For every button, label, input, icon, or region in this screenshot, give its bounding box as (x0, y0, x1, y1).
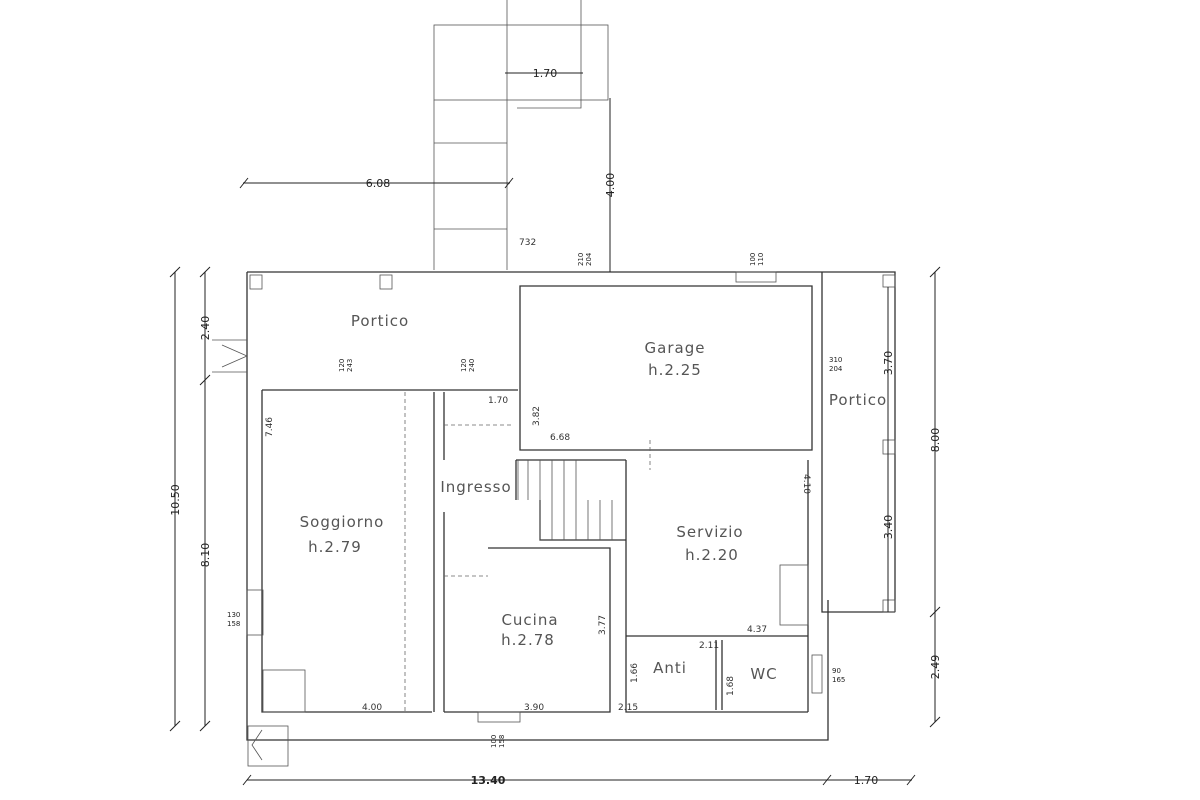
dim-soggiorno-width: 4.00 (362, 703, 382, 713)
dim-stair-width: 1.70 (533, 67, 558, 80)
dim-stair-depth: 732 (519, 238, 536, 248)
dim-bottom-right: 1.70 (854, 774, 879, 787)
window-garage-top-height: 110 (757, 253, 765, 266)
dashed-partitions (404, 392, 651, 712)
door-soggiorno-width: 120 (338, 359, 346, 372)
room-soggiorno: Soggiorno (300, 513, 385, 531)
room-soggiorno-height: h.2.79 (308, 538, 362, 556)
room-garage-height: h.2.25 (648, 361, 702, 379)
room-cucina-height: h.2.78 (501, 631, 555, 649)
dim-left-total: 10.50 (169, 484, 182, 516)
dim-stair-length: 4.00 (604, 173, 617, 198)
room-servizio-height: h.2.20 (685, 546, 739, 564)
door-ingresso-width: 120 (460, 359, 468, 372)
dim-right-upper: 3.70 (882, 351, 895, 376)
room-anti: Anti (653, 659, 687, 677)
window-cucina-height: 158 (498, 735, 506, 748)
door-ingresso-height: 240 (468, 359, 476, 372)
dim-wc-width: 2.11 (699, 641, 719, 651)
room-portico-front: Portico (351, 312, 409, 330)
window-cucina-width: 100 (490, 735, 498, 748)
dim-cucina-width: 3.90 (524, 703, 544, 713)
outer-walls (212, 271, 896, 767)
dim-bottom-total: 13.40 (471, 774, 506, 787)
room-servizio: Servizio (676, 523, 743, 541)
dim-right-total: 8.00 (929, 428, 942, 453)
room-ingresso: Ingresso (440, 478, 511, 496)
room-cucina: Cucina (501, 611, 558, 629)
dim-ingresso-width: 1.70 (488, 396, 508, 406)
window-soggiorno-height: 158 (227, 620, 240, 628)
door-garage-top-height: 204 (585, 252, 593, 266)
dimension-texts: 1.70 4.00 6.08 732 10.50 2.40 8.10 8.00 … (169, 67, 942, 787)
dim-anti-depth: 1.66 (630, 663, 640, 683)
window-garage-top-width: 100 (749, 253, 757, 266)
dim-top-left: 6.08 (366, 177, 391, 190)
dim-anti-width: 2.15 (618, 703, 638, 713)
door-garage-right-width: 310 (829, 356, 842, 364)
dim-soggiorno-depth: 7.46 (265, 417, 275, 437)
dim-garage-width: 6.68 (550, 433, 570, 443)
room-portico-side: Portico (829, 391, 887, 409)
dim-cucina-depth: 3.77 (598, 615, 608, 635)
dim-servizio-width: 4.37 (747, 625, 767, 635)
dim-wc-depth: 1.68 (726, 676, 736, 696)
dim-right-lower: 3.40 (882, 515, 895, 540)
dimension-lines (169, 72, 941, 786)
dim-left-main: 8.10 (199, 543, 212, 568)
dim-garage-depth: 3.82 (532, 406, 542, 426)
opening-labels: 120 243 120 240 210 204 100 110 310 204 … (227, 252, 845, 748)
window-wc-width: 90 (832, 667, 841, 675)
dim-right-bottom: 2.49 (929, 655, 942, 680)
door-soggiorno-height: 243 (346, 359, 354, 372)
window-soggiorno-width: 130 (227, 611, 240, 619)
room-garage: Garage (645, 339, 706, 357)
room-wc: WC (750, 665, 777, 683)
door-garage-right-height: 204 (829, 365, 843, 373)
dim-servizio-depth: 4.10 (801, 474, 811, 494)
door-garage-top-width: 210 (577, 253, 585, 266)
dim-left-portico: 2.40 (199, 316, 212, 341)
external-stair (433, 0, 609, 270)
window-wc-height: 165 (832, 676, 845, 684)
